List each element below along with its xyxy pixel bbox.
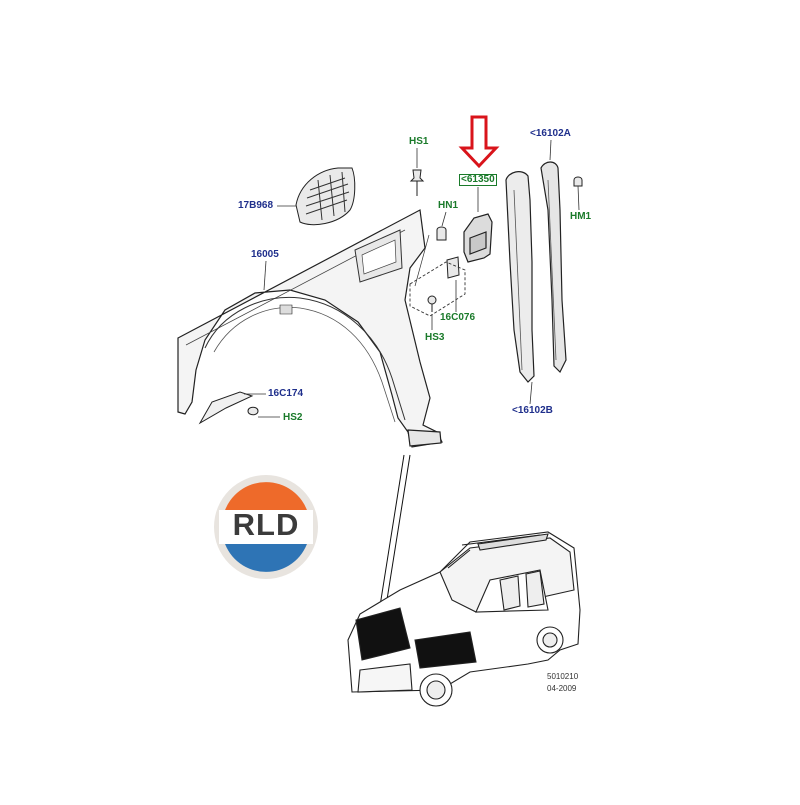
callout-hn1: HN1 <box>438 200 459 211</box>
seal-strip-lower <box>505 171 535 383</box>
drawing-date: 04-2009 <box>547 684 577 693</box>
logo-text: RLD <box>232 507 300 542</box>
callout-hs1: HS1 <box>409 136 429 147</box>
callout-hs2: HS2 <box>283 412 303 423</box>
callout-16102b: <16102B <box>512 405 553 416</box>
fixings <box>198 169 583 425</box>
fender-panel <box>177 209 443 448</box>
leader-line <box>414 234 430 287</box>
side-vent-grille <box>295 167 356 226</box>
callout-hm1: HM1 <box>570 211 592 222</box>
rld-logo <box>214 475 318 579</box>
callout-16005: 16005 <box>251 249 279 260</box>
mounting-bracket-outline <box>409 261 466 317</box>
drawing-number: 5010210 <box>547 672 579 681</box>
highlighted-part <box>463 213 493 263</box>
locator-leader <box>385 454 411 607</box>
callout-17b968: 17B968 <box>238 200 274 211</box>
seal-strip-upper <box>540 161 567 374</box>
highlight-arrow <box>458 115 500 169</box>
vehicle-locator <box>347 531 581 707</box>
callout-61350: <61350 <box>459 174 497 186</box>
callout-16c076: 16C076 <box>440 312 476 323</box>
callout-16c174: 16C174 <box>268 388 304 399</box>
callout-hs3: HS3 <box>425 332 445 343</box>
callout-16102a: <16102A <box>530 128 571 139</box>
